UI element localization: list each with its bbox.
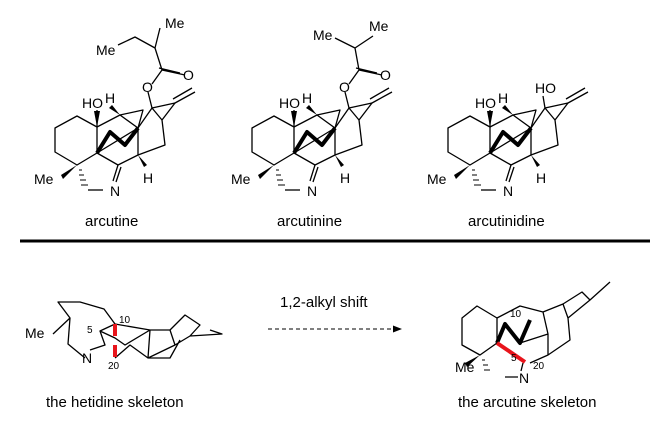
reaction-arrow: 1,2-alkyl shift bbox=[268, 294, 402, 333]
compound-label: arcutine bbox=[85, 213, 138, 230]
arcutine-skeleton-label: the arcutine skeleton bbox=[458, 394, 596, 411]
svg-text:10: 10 bbox=[119, 315, 131, 326]
svg-text:20: 20 bbox=[533, 361, 545, 372]
arcutine-structure: O O Me Me arcutine bbox=[32, 15, 197, 230]
svg-text:N: N bbox=[82, 350, 92, 366]
svg-text:O: O bbox=[142, 79, 153, 95]
svg-text:HO: HO bbox=[535, 80, 556, 96]
svg-text:Me: Me bbox=[455, 359, 475, 375]
compound-label: arcutinine bbox=[277, 213, 342, 230]
svg-text:20: 20 bbox=[108, 361, 120, 372]
svg-text:Me: Me bbox=[313, 27, 333, 43]
arcutinidine-structure: HO arcutinidine bbox=[425, 80, 590, 230]
svg-text:O: O bbox=[380, 67, 391, 83]
arcutinine-structure: O O Me Me arcutinine bbox=[229, 18, 394, 230]
svg-text:10: 10 bbox=[510, 309, 522, 320]
svg-text:O: O bbox=[183, 67, 194, 83]
arrow-label: 1,2-alkyl shift bbox=[280, 294, 368, 311]
arcutine-skeleton: Me N 10 5 20 the arcutine skeleton bbox=[455, 281, 611, 411]
svg-text:5: 5 bbox=[511, 353, 517, 364]
svg-text:N: N bbox=[519, 370, 529, 386]
hetidine-label: the hetidine skeleton bbox=[46, 394, 184, 411]
compound-label: arcutinidine bbox=[468, 213, 545, 230]
svg-text:Me: Me bbox=[25, 325, 45, 341]
svg-text:Me: Me bbox=[369, 18, 389, 34]
svg-text:Me: Me bbox=[165, 15, 185, 31]
hetidine-skeleton: Me N 10 5 20 the hetidine skeleton bbox=[25, 301, 223, 411]
svg-text:Me: Me bbox=[96, 42, 116, 58]
svg-text:5: 5 bbox=[87, 325, 93, 336]
svg-text:O: O bbox=[339, 79, 350, 95]
